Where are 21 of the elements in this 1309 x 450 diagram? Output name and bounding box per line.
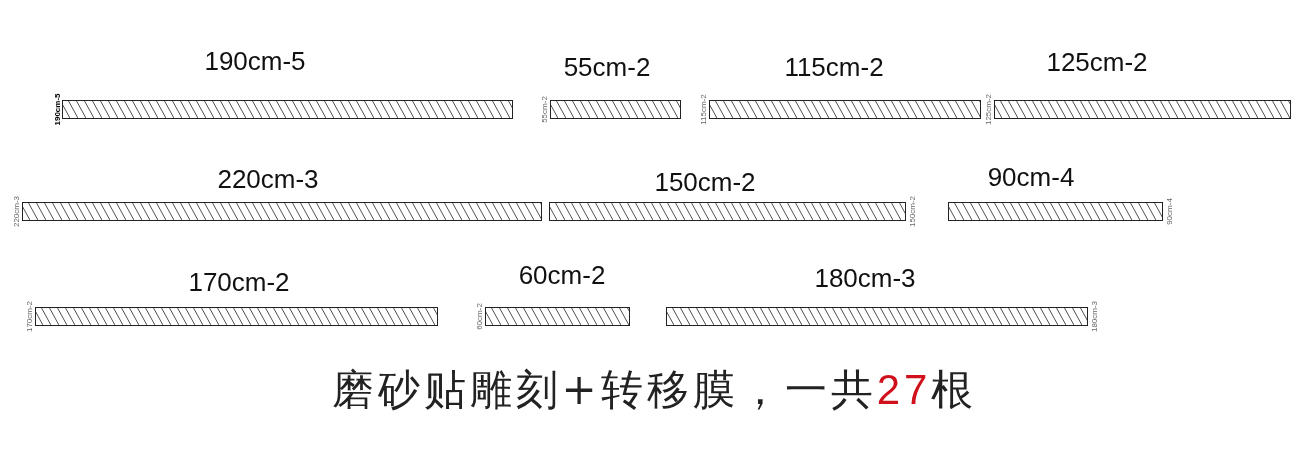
side-mark: 60cm-2 <box>474 302 484 330</box>
length-label: 190cm-5 <box>203 46 307 76</box>
length-label: 55cm-2 <box>562 52 652 82</box>
side-mark: 90cm-4 <box>1164 197 1174 225</box>
length-label: 220cm-3 <box>216 164 320 194</box>
caption: 磨砂贴雕刻+转移膜，一共27根 <box>330 364 979 416</box>
length-label: 90cm-4 <box>986 162 1076 192</box>
side-mark: 220cm-3 <box>11 195 21 227</box>
length-label: 60cm-2 <box>517 260 607 290</box>
length-label: 150cm-2 <box>653 167 757 197</box>
side-mark: 55cm-2 <box>539 95 549 123</box>
side-mark: 170cm-2 <box>24 300 34 332</box>
length-label: 125cm-2 <box>1045 47 1149 77</box>
length-label: 170cm-2 <box>187 267 291 297</box>
length-label: 115cm-2 <box>783 52 885 82</box>
side-mark: 150cm-2 <box>907 195 917 227</box>
side-mark: 125cm-2 <box>983 93 993 125</box>
side-mark: 115cm-2 <box>698 93 708 125</box>
length-label: 180cm-3 <box>813 263 917 293</box>
side-mark: 180cm-3 <box>1089 300 1099 332</box>
side-mark: 190cm-5 <box>52 93 61 125</box>
